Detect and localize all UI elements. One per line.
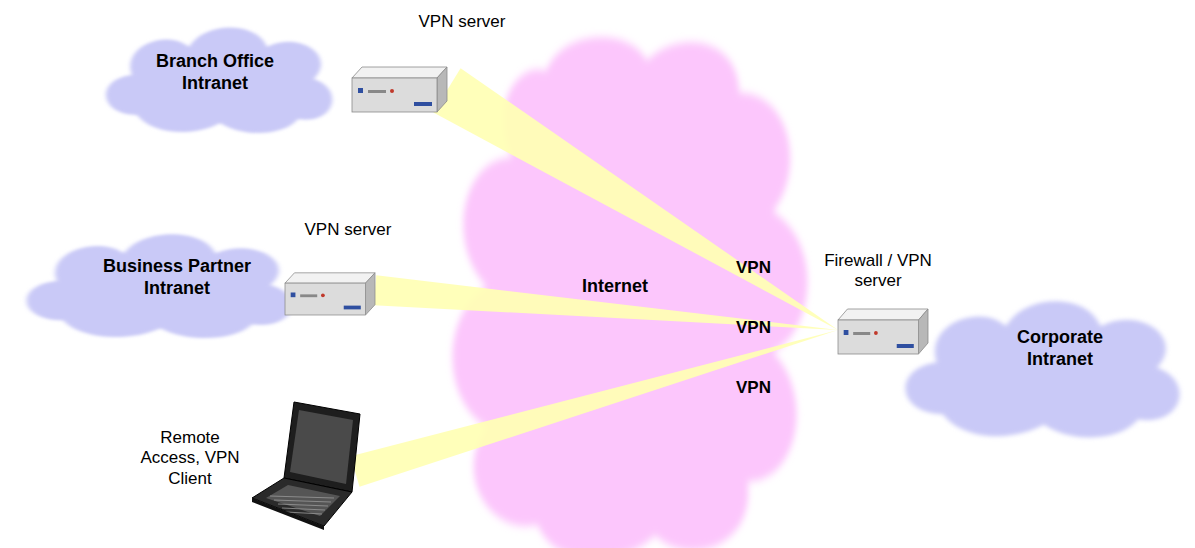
device-label: VPN server — [407, 12, 517, 32]
tunnel-label: VPN — [736, 378, 771, 398]
firewall-device: Firewall / VPN server — [838, 306, 928, 354]
vpn-server-device-shape — [352, 64, 447, 112]
tunnel-label: VPN — [736, 318, 771, 338]
cloud-label: Branch Office Intranet — [145, 51, 285, 94]
server-box — [352, 67, 447, 112]
intranet-cloud: Branch Office Intranet — [85, 15, 345, 135]
cloud-label: Internet — [560, 276, 670, 298]
device-label: Firewall / VPN server — [823, 251, 933, 292]
server-box — [285, 273, 375, 315]
laptop-client: Remote Access, VPN Client — [252, 400, 364, 530]
server-box — [838, 309, 928, 354]
cloud-label: Corporate Intranet — [995, 327, 1125, 370]
client-label: Remote Access, VPN Client — [140, 428, 240, 489]
vpn-server-device: VPN server — [285, 270, 375, 315]
device-label: VPN server — [293, 220, 403, 240]
vpn-server-device-shape — [285, 270, 375, 315]
internet-cloud: Internet — [420, 28, 840, 548]
tunnel-label: VPN — [736, 258, 771, 278]
cloud-outline — [106, 28, 332, 134]
cloud-outline — [452, 37, 807, 548]
cloud-label: Business Partner Intranet — [92, 256, 262, 299]
intranet-cloud: Business Partner Intranet — [2, 222, 307, 340]
firewall-device-shape — [838, 306, 928, 354]
laptop-illustration — [252, 402, 360, 530]
laptop-client-shape — [252, 400, 364, 530]
intranet-cloud: Corporate Intranet — [880, 285, 1195, 440]
vpn-server-device: VPN server — [352, 64, 447, 112]
cloud-outline — [906, 301, 1180, 437]
cloud-outline — [27, 234, 292, 338]
